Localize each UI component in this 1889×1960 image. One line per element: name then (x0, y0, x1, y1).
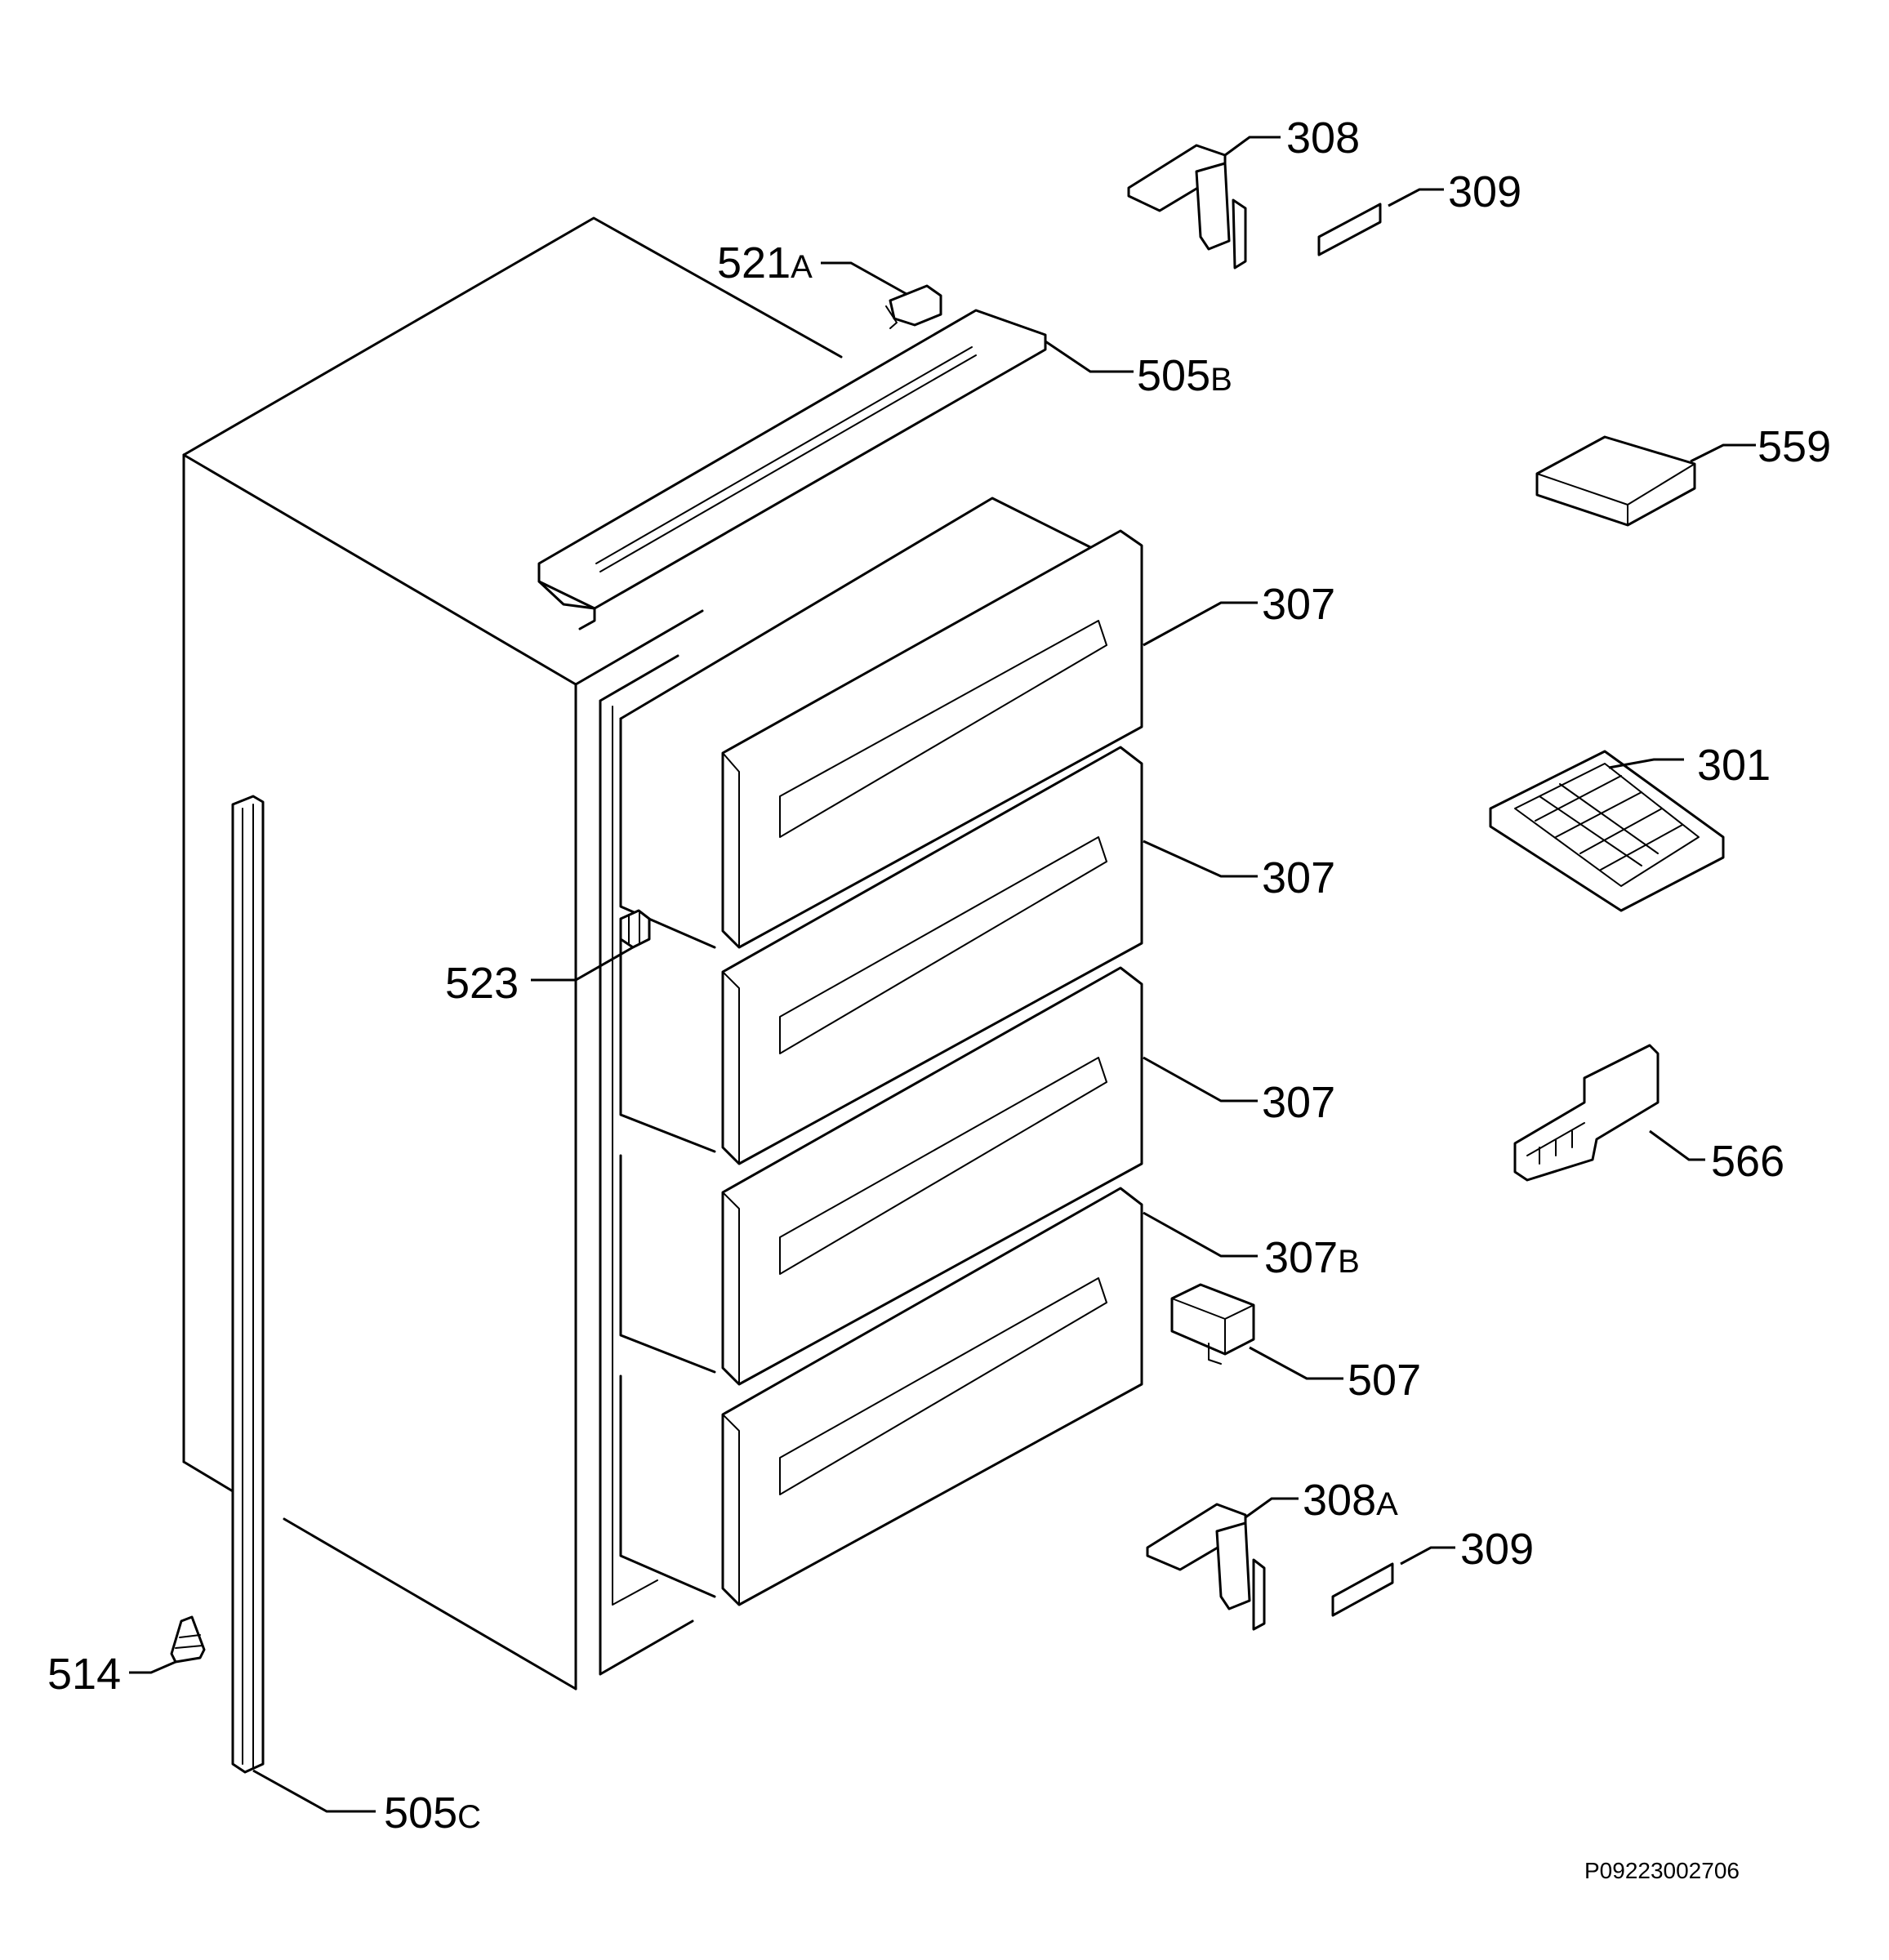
drawer-307-third (619, 966, 1143, 1386)
part-labels: 308 309 521A 505B 559 307 301 307 523 30… (47, 114, 1831, 1838)
switch-521a (885, 284, 942, 329)
leader-505c (252, 1769, 376, 1813)
leader-566 (1649, 1129, 1705, 1161)
plug-514 (170, 1615, 206, 1664)
drawer-307-second (619, 746, 1143, 1165)
part-label-507: 507 (1348, 1356, 1421, 1405)
cover-plate-309-bottom (1331, 1562, 1394, 1617)
rail-end-tab (537, 580, 596, 630)
leader-307-second (1143, 840, 1258, 878)
part-label-523: 523 (445, 959, 519, 1008)
leader-307-top (1143, 601, 1258, 647)
cabinet-front-top-edge (574, 609, 704, 686)
part-label-559: 559 (1758, 422, 1831, 471)
part-label-309-bottom: 309 (1460, 1525, 1534, 1574)
ice-scraper-566 (1513, 1044, 1660, 1182)
hinge-308a-bottom (1146, 1503, 1266, 1631)
hinge-308-top (1127, 144, 1247, 270)
part-label-521a: 521A (717, 238, 813, 287)
leader-307b (1143, 1211, 1258, 1258)
leader-523 (531, 946, 634, 982)
leader-lines (129, 136, 1756, 1813)
leader-507 (1249, 1346, 1343, 1380)
cabinet-top-outline (182, 216, 843, 457)
cabinet-front-frame-groove (612, 706, 658, 1606)
leader-505b (1045, 340, 1134, 373)
leader-559 (1690, 443, 1756, 463)
part-label-308a: 308A (1303, 1476, 1398, 1525)
screw-523 (619, 909, 651, 949)
leader-308 (1224, 136, 1281, 157)
part-label-308: 308 (1286, 114, 1360, 163)
leader-308a (1245, 1497, 1299, 1519)
leader-521a (821, 261, 907, 296)
part-label-566: 566 (1711, 1137, 1784, 1186)
cabinet-front-frame-inner (599, 654, 694, 1676)
top-mounting-rail (537, 309, 1047, 630)
cover-plate-309-top (1317, 203, 1382, 256)
door-seal-strip (231, 795, 265, 1774)
drawer-307b-bottom (619, 1187, 1143, 1606)
drawing-code: P09223002706 (1584, 1858, 1740, 1883)
bracket-507 (1170, 1283, 1255, 1365)
cabinet-right-bottom-edge (283, 1517, 577, 1690)
drawer-307-top (619, 497, 1143, 949)
leader-307-third (1143, 1056, 1258, 1102)
part-label-307-third: 307 (1262, 1078, 1335, 1127)
storage-box-559 (1535, 435, 1696, 527)
leader-309-bottom (1400, 1546, 1455, 1566)
part-label-307b: 307B (1264, 1233, 1360, 1282)
part-label-309-top: 309 (1448, 167, 1521, 216)
part-label-505b: 505B (1137, 351, 1232, 400)
part-label-307-second: 307 (1262, 853, 1335, 902)
ice-cube-tray-301 (1489, 750, 1725, 912)
rail-slot (595, 346, 977, 572)
part-label-301: 301 (1697, 741, 1771, 790)
leader-301 (1608, 758, 1684, 769)
part-label-307-top: 307 (1262, 580, 1335, 629)
part-label-505c: 505C (384, 1788, 481, 1838)
part-label-514: 514 (47, 1650, 121, 1699)
leader-309-top (1388, 188, 1444, 207)
freezer-cabinet (182, 216, 843, 1690)
leader-514 (129, 1660, 176, 1674)
